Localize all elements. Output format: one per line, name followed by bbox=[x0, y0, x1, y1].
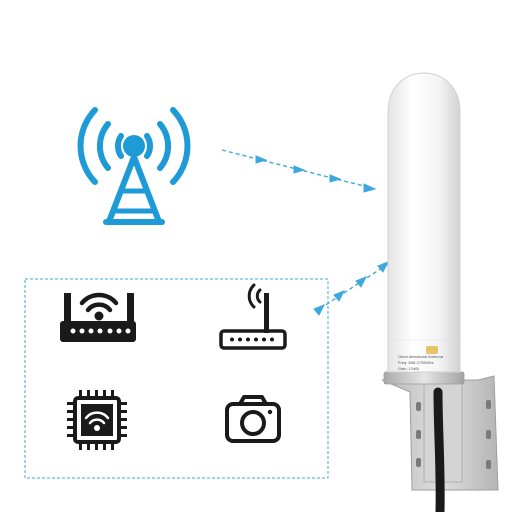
antenna-radome bbox=[387, 72, 461, 373]
antenna-modem-icon bbox=[219, 283, 287, 350]
coax-cable bbox=[433, 387, 445, 512]
certification-badge bbox=[426, 346, 438, 354]
signal-in-arrow bbox=[221, 149, 377, 193]
wifi-router-icon bbox=[60, 292, 136, 342]
signal-out-arrow bbox=[313, 261, 390, 316]
wifi-chip-icon bbox=[67, 390, 127, 450]
antenna-label-line2: Freq: 698-2700MHz bbox=[398, 360, 434, 365]
camera-icon bbox=[225, 395, 281, 443]
devices-frame bbox=[24, 278, 329, 479]
antenna-label-line3: Gain: 12dBi bbox=[398, 366, 419, 371]
cell-tower-icon bbox=[77, 107, 191, 225]
antenna-label-line1: Omni-directional Antenna bbox=[398, 354, 443, 359]
antenna-collar bbox=[383, 371, 465, 385]
